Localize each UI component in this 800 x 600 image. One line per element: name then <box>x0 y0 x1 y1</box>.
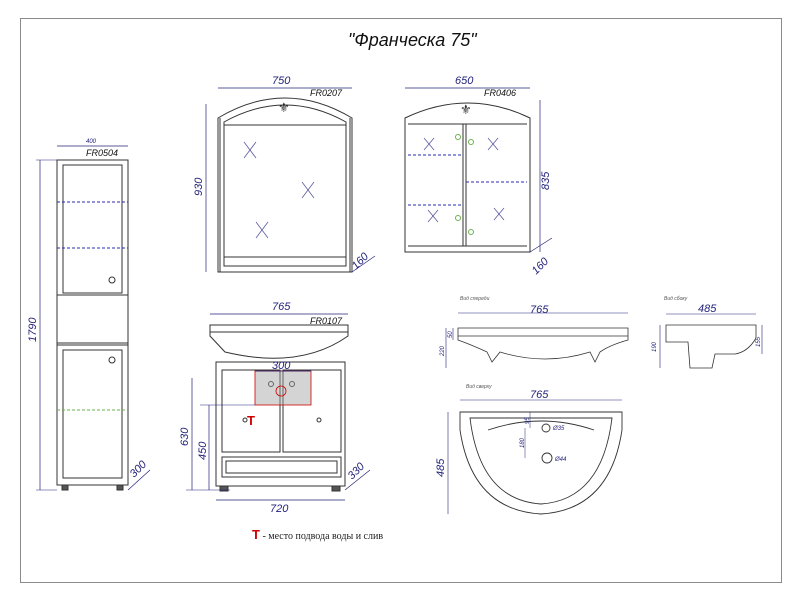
basin-top-bowl <box>469 417 613 505</box>
mirror-reflection-marks <box>243 141 315 239</box>
cabinet-width-label: 400 <box>86 139 97 145</box>
mirror-cabinet-reflection-marks <box>423 137 505 223</box>
mirror-cabinet-ornament-icon: ⚜ <box>460 102 472 117</box>
tap-hole <box>541 423 551 433</box>
mirror-cabinet-width-label: 650 <box>455 75 474 87</box>
cabinet-foot-right <box>116 484 124 491</box>
vanity-inner-height-label: 450 <box>197 441 209 460</box>
vanity-door-handle-left <box>242 417 248 423</box>
drain-hole-label: Ø44 <box>554 457 567 463</box>
legend: T - место подвода воды и слив <box>252 527 383 542</box>
drawing-frame <box>20 18 782 583</box>
hinge-3 <box>455 215 461 221</box>
vanity-door-left <box>221 369 281 453</box>
vanity-depth-label: 330 <box>346 460 368 482</box>
pipe-zone-highlight <box>254 370 312 406</box>
vanity <box>186 313 371 501</box>
drain-marker <box>275 385 287 397</box>
vanity-height-label: 630 <box>179 427 191 446</box>
basin-front-view <box>445 312 629 368</box>
basin-top-caption: Вид сверху <box>466 384 492 390</box>
cabinet-code-label: FR0504 <box>86 148 118 158</box>
mirror-cabinet-code-label: FR0406 <box>484 88 516 98</box>
vanity-door-handle-right <box>316 417 322 423</box>
basin-side-caption: Вид сбоку <box>664 296 688 302</box>
basin-front-width-label: 765 <box>530 304 549 316</box>
hinge-2 <box>468 139 474 145</box>
cabinet-open-shelf <box>56 294 129 344</box>
pipe-zone-label: 300 <box>272 360 291 372</box>
mirror-cabinet-outline <box>404 102 531 253</box>
water-supply-marker: T <box>247 413 255 428</box>
basin-side-view <box>659 313 763 369</box>
basin-top-view <box>447 399 623 515</box>
mirror-height-label: 930 <box>193 177 205 196</box>
cabinet-knob-lower <box>108 356 116 364</box>
mirror-frame <box>217 97 353 273</box>
vanity-top-width-label: 765 <box>272 301 291 313</box>
vanity-door-right <box>282 369 342 453</box>
mirror-frame-inner <box>223 104 347 267</box>
vanity-knob-left <box>268 381 274 387</box>
basin-side-right-label: 155 <box>756 336 762 347</box>
drain-offset-label: 180 <box>520 437 526 448</box>
drain-hole <box>541 452 553 464</box>
cabinet-outline <box>56 159 129 486</box>
mirror-width-label: 750 <box>272 75 291 87</box>
cabinet-foot-left <box>61 484 69 491</box>
mirror <box>205 87 376 273</box>
cabinet-depth-label: 300 <box>128 458 150 480</box>
basin-top-outline <box>459 411 623 515</box>
vanity-depth-dim-line <box>344 469 371 491</box>
tall-cabinet <box>36 145 151 491</box>
vanity-body <box>215 361 346 487</box>
cabinet-knob-upper <box>108 276 116 284</box>
legend-text: - место подвода воды и слив <box>262 531 384 542</box>
basin-top-inner-curve <box>487 420 595 431</box>
legend-symbol: T <box>252 527 260 542</box>
vanity-drawer-inner <box>225 460 338 474</box>
vanity-body-width-label: 720 <box>270 503 289 515</box>
tap-hole-label: Ø35 <box>552 426 565 432</box>
mirror-cabinet-depth-dim-line <box>529 237 553 253</box>
basin-front-height-label: 220 <box>440 345 446 357</box>
mirror-depth-label: 160 <box>350 250 372 272</box>
basin-front-caption: Вид спереди <box>460 296 490 302</box>
cabinet-lower-door <box>62 349 123 479</box>
basin-front-outline <box>457 327 629 363</box>
cabinet-depth-dim-line <box>127 469 151 491</box>
mirror-ornament-icon: ⚜ <box>278 100 290 115</box>
tap-offset-label: 95 <box>525 417 531 424</box>
cabinet-height-label: 1790 <box>27 317 39 342</box>
basin-top-depth-label: 485 <box>435 458 447 477</box>
cabinet-upper-door <box>62 164 123 294</box>
basin-front-rim-label: 50 <box>448 331 454 338</box>
basin-side-outline <box>665 324 757 369</box>
vanity-foot-left <box>219 485 229 492</box>
mirror-cabinet-depth-label: 160 <box>530 255 552 277</box>
vanity-drawer <box>221 456 342 478</box>
mirror-cabinet-height-label: 835 <box>540 171 552 190</box>
mirror-depth-dim-line <box>351 255 376 273</box>
mirror-cabinet <box>404 87 553 253</box>
vanity-code-label: FR0107 <box>310 316 343 326</box>
vanity-knob-right <box>289 381 295 387</box>
basin-side-height-label: 190 <box>652 341 658 352</box>
vanity-foot-right <box>331 485 341 492</box>
hinge-1 <box>455 134 461 140</box>
basin-side-width-label: 485 <box>698 303 717 315</box>
vanity-basin <box>209 324 349 359</box>
hinge-4 <box>468 229 474 235</box>
basin-top-width-label: 765 <box>530 389 549 401</box>
drawing-title: "Франческа 75" <box>348 30 477 50</box>
mirror-code-label: FR0207 <box>310 88 343 98</box>
mirror-glass <box>223 124 347 258</box>
